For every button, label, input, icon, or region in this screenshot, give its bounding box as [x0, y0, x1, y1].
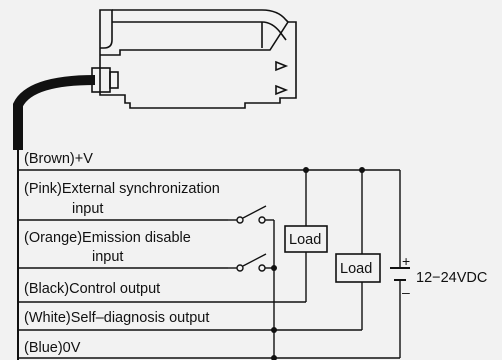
- wire-label-brown: (Brown)+V: [24, 151, 93, 167]
- junction-dots: [271, 167, 365, 360]
- load-2: [335, 253, 381, 283]
- switch-external-sync: [236, 205, 274, 224]
- supply-voltage: 12−24VDC: [416, 270, 487, 286]
- load-1-label: Load: [289, 232, 321, 248]
- cable: [13, 75, 96, 150]
- wire-label-pink: (Pink)External synchronization: [24, 181, 220, 197]
- sensor-amplifier: [91, 9, 297, 109]
- wire-lines: [18, 169, 400, 359]
- wire-label-orange-2: input: [92, 249, 123, 265]
- wire-label-blue: (Blue)0V: [24, 340, 81, 356]
- wire-label-pink-2: input: [72, 201, 103, 217]
- wire-label-white: (White)Self–diagnosis output: [24, 310, 209, 326]
- wire-label-black: (Black)Control output: [24, 281, 160, 297]
- wire-label-orange: (Orange)Emission disable: [24, 230, 191, 246]
- supply-plus: +: [402, 253, 410, 269]
- power-supply: [390, 170, 410, 358]
- switch-emission-disable: [236, 253, 274, 272]
- supply-minus: –: [402, 284, 410, 300]
- load-2-label: Load: [340, 261, 372, 277]
- load-1: [284, 225, 328, 253]
